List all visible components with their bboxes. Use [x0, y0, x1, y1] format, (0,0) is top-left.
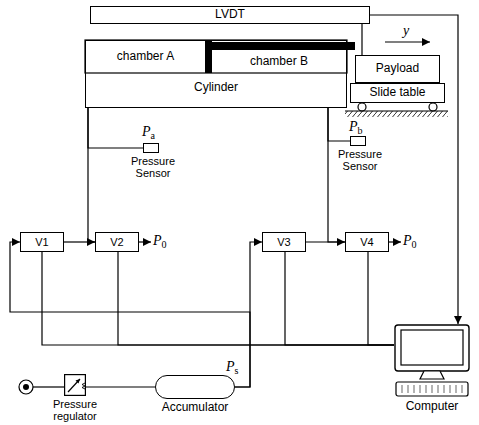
node-text: V1 [35, 236, 48, 248]
piston-rod [212, 42, 355, 50]
pressure-sensor-symbol [350, 136, 366, 146]
pressure-regulator: Pressure regulator [40, 374, 110, 422]
accumulator-symbol [155, 375, 235, 399]
chamber-region: chamber A [86, 41, 205, 73]
exhaust-arrow [389, 241, 401, 242]
valve-box: V1 [20, 232, 64, 252]
key-stroke [456, 385, 457, 393]
connector-line [285, 252, 394, 345]
chamber-region: chamber B [213, 53, 345, 71]
node-text: V4 [360, 236, 373, 248]
computer-symbol [394, 324, 470, 398]
signal-label: y [403, 24, 409, 38]
piston [205, 40, 212, 73]
motion-arrow [385, 41, 430, 42]
pressure-sensor: Pressure Sensor [333, 136, 387, 172]
connector-line [328, 108, 345, 242]
connector-line [361, 24, 362, 55]
key-stroke [420, 385, 421, 393]
ground-hatch [345, 111, 448, 117]
node-text: chamber B [250, 55, 308, 68]
connector-line [368, 252, 394, 345]
key-stroke [426, 385, 427, 393]
wheel [358, 103, 366, 111]
air-source [19, 380, 33, 394]
key-stroke [444, 385, 445, 393]
valve-box: V4 [345, 232, 389, 252]
cylinder-body: Cylinder chamber A chamber B [85, 40, 347, 108]
node-text: Payload [376, 62, 419, 75]
key-stroke [450, 385, 451, 393]
node-text: Computer [390, 400, 474, 413]
wheel [429, 103, 437, 111]
node-text: chamber A [117, 50, 174, 63]
lvdt-box: LVDT [90, 6, 370, 24]
valve-box: V2 [95, 232, 139, 252]
key-stroke [438, 385, 439, 393]
signal-label: P0 [153, 234, 167, 250]
connector-line [88, 108, 95, 242]
node-text: LVDT [215, 8, 245, 21]
connector-line [42, 252, 394, 345]
key-stroke [408, 385, 409, 393]
node-text: Accumulator [150, 401, 240, 414]
connector-line [306, 241, 345, 242]
connector-line [86, 386, 155, 387]
air-source-core [23, 384, 29, 390]
connector-line [64, 241, 95, 242]
slide-table: Slide table [350, 83, 445, 103]
signal-label: Pb [349, 120, 363, 136]
computer: Computer [390, 322, 474, 413]
accumulator: Accumulator [150, 375, 240, 414]
pressure-regulator-symbol [64, 374, 86, 396]
signal-label: P0 [403, 234, 417, 250]
regulator-symbol [64, 374, 86, 396]
node-text: V3 [277, 236, 290, 248]
signal-label: Ps [226, 360, 239, 376]
key-stroke [402, 385, 403, 393]
pressure-sensor: Pressure Sensor [126, 143, 180, 179]
connector-line [10, 242, 250, 387]
node-text: V2 [110, 236, 123, 248]
pressure-sensor-symbol [143, 143, 159, 153]
exhaust-arrow [139, 241, 151, 242]
connector-line [235, 242, 262, 387]
node-text: Slide table [369, 86, 425, 99]
signal-label: Pa [142, 125, 155, 141]
key-stroke [432, 385, 433, 393]
connector-line [118, 252, 394, 345]
payload-box: Payload [355, 55, 440, 83]
supply-pipe [33, 386, 64, 387]
valve-box: V3 [262, 232, 306, 252]
node-text: Pressure Sensor [333, 148, 387, 172]
node-text: Pressure Sensor [126, 155, 180, 179]
computer-symbol [394, 324, 470, 398]
connector-line [88, 108, 143, 148]
key-stroke [462, 385, 463, 393]
node-text: Cylinder [86, 81, 346, 94]
node-text: Pressure regulator [40, 398, 110, 422]
connector-line [328, 108, 350, 141]
key-stroke [414, 385, 415, 393]
